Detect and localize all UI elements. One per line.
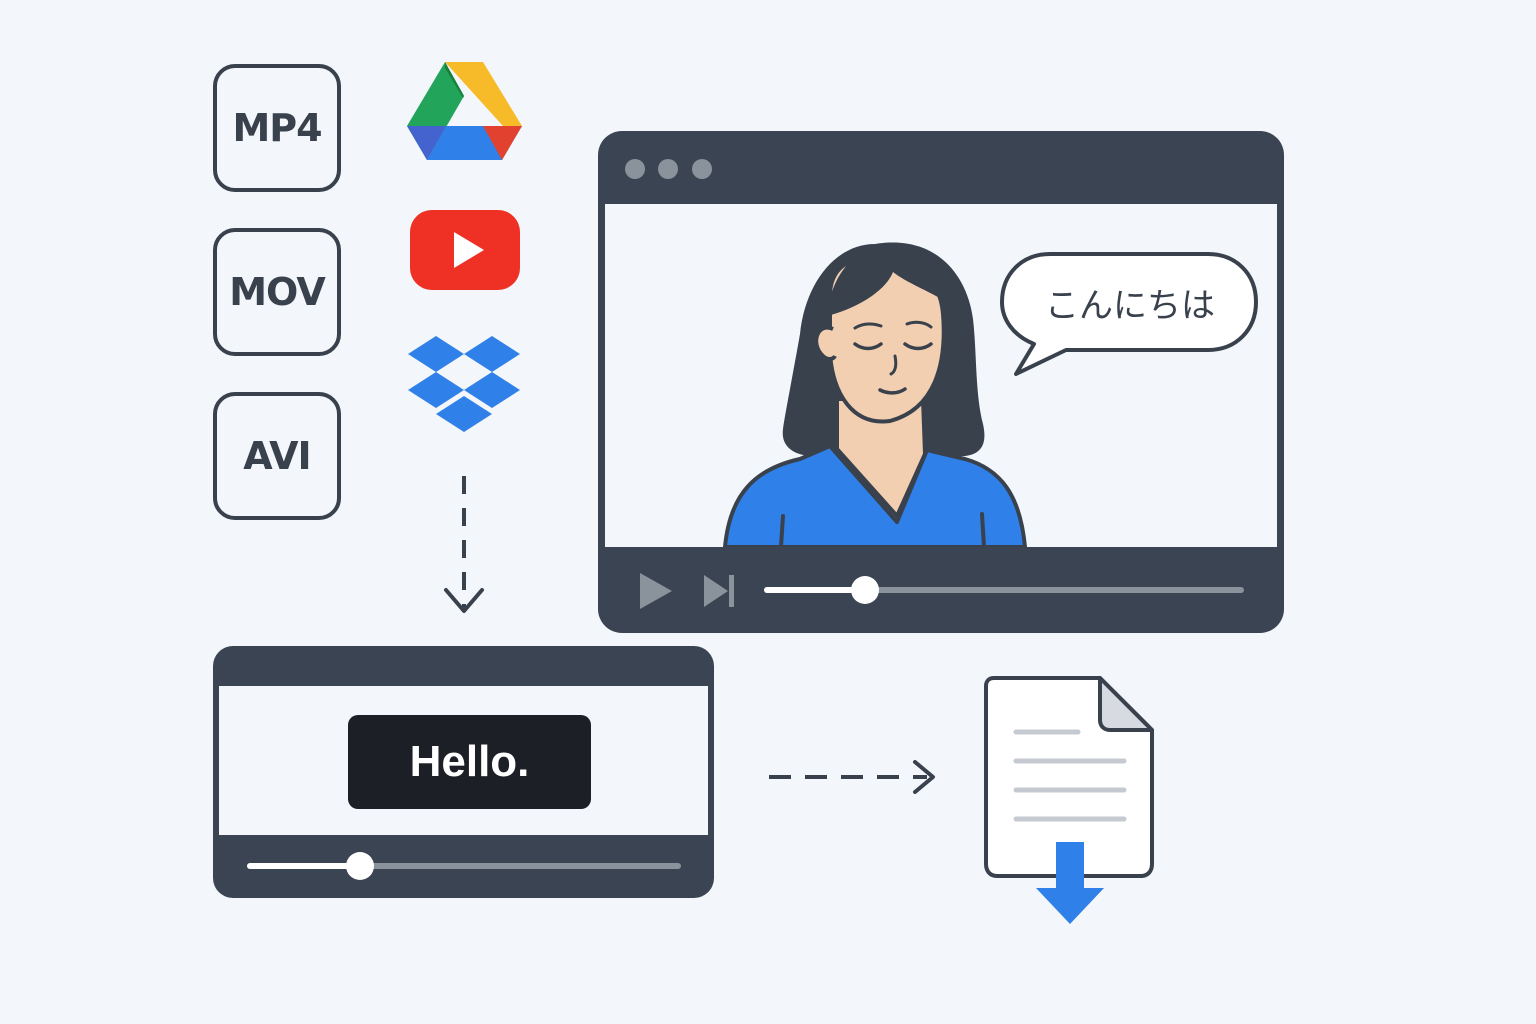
- video-progress-knob[interactable]: [850, 576, 879, 604]
- video-player-window: [598, 131, 1284, 633]
- dashed-right-arrow: [769, 760, 935, 794]
- format-tile-avi: AVI: [213, 392, 341, 520]
- youtube-icon: [410, 210, 520, 290]
- google-drive-icon: [407, 62, 522, 160]
- format-tile-mov: MOV: [213, 228, 341, 356]
- dashed-down-arrow: [444, 476, 484, 613]
- format-tile-mp4: MP4: [213, 64, 341, 192]
- subtitle-file-download-icon: [984, 676, 1154, 924]
- subtitle-editor-window: Hello.: [213, 646, 714, 898]
- editor-progress-fill: [247, 863, 360, 869]
- window-dot: [692, 159, 712, 179]
- speaker-illustration: [723, 242, 1027, 547]
- editor-progress-track[interactable]: [247, 852, 681, 880]
- video-progress-track[interactable]: [764, 576, 1244, 604]
- format-label: AVI: [243, 434, 311, 478]
- format-label: MP4: [232, 106, 322, 150]
- play-icon[interactable]: [636, 571, 676, 611]
- skip-forward-icon[interactable]: [702, 573, 736, 609]
- editor-progress-knob[interactable]: [345, 852, 374, 880]
- window-dot: [625, 159, 645, 179]
- caption-box: Hello.: [348, 715, 591, 809]
- caption-text: Hello.: [409, 737, 530, 786]
- editor-screen: Hello.: [219, 686, 708, 835]
- speech-bubble: [1000, 252, 1258, 376]
- format-label: MOV: [229, 270, 326, 314]
- speech-text: こんにちは: [1045, 286, 1215, 326]
- video-progress-fill: [764, 587, 865, 593]
- video-screen: [605, 204, 1277, 547]
- window-dot: [658, 159, 678, 179]
- dropbox-icon: [408, 336, 520, 432]
